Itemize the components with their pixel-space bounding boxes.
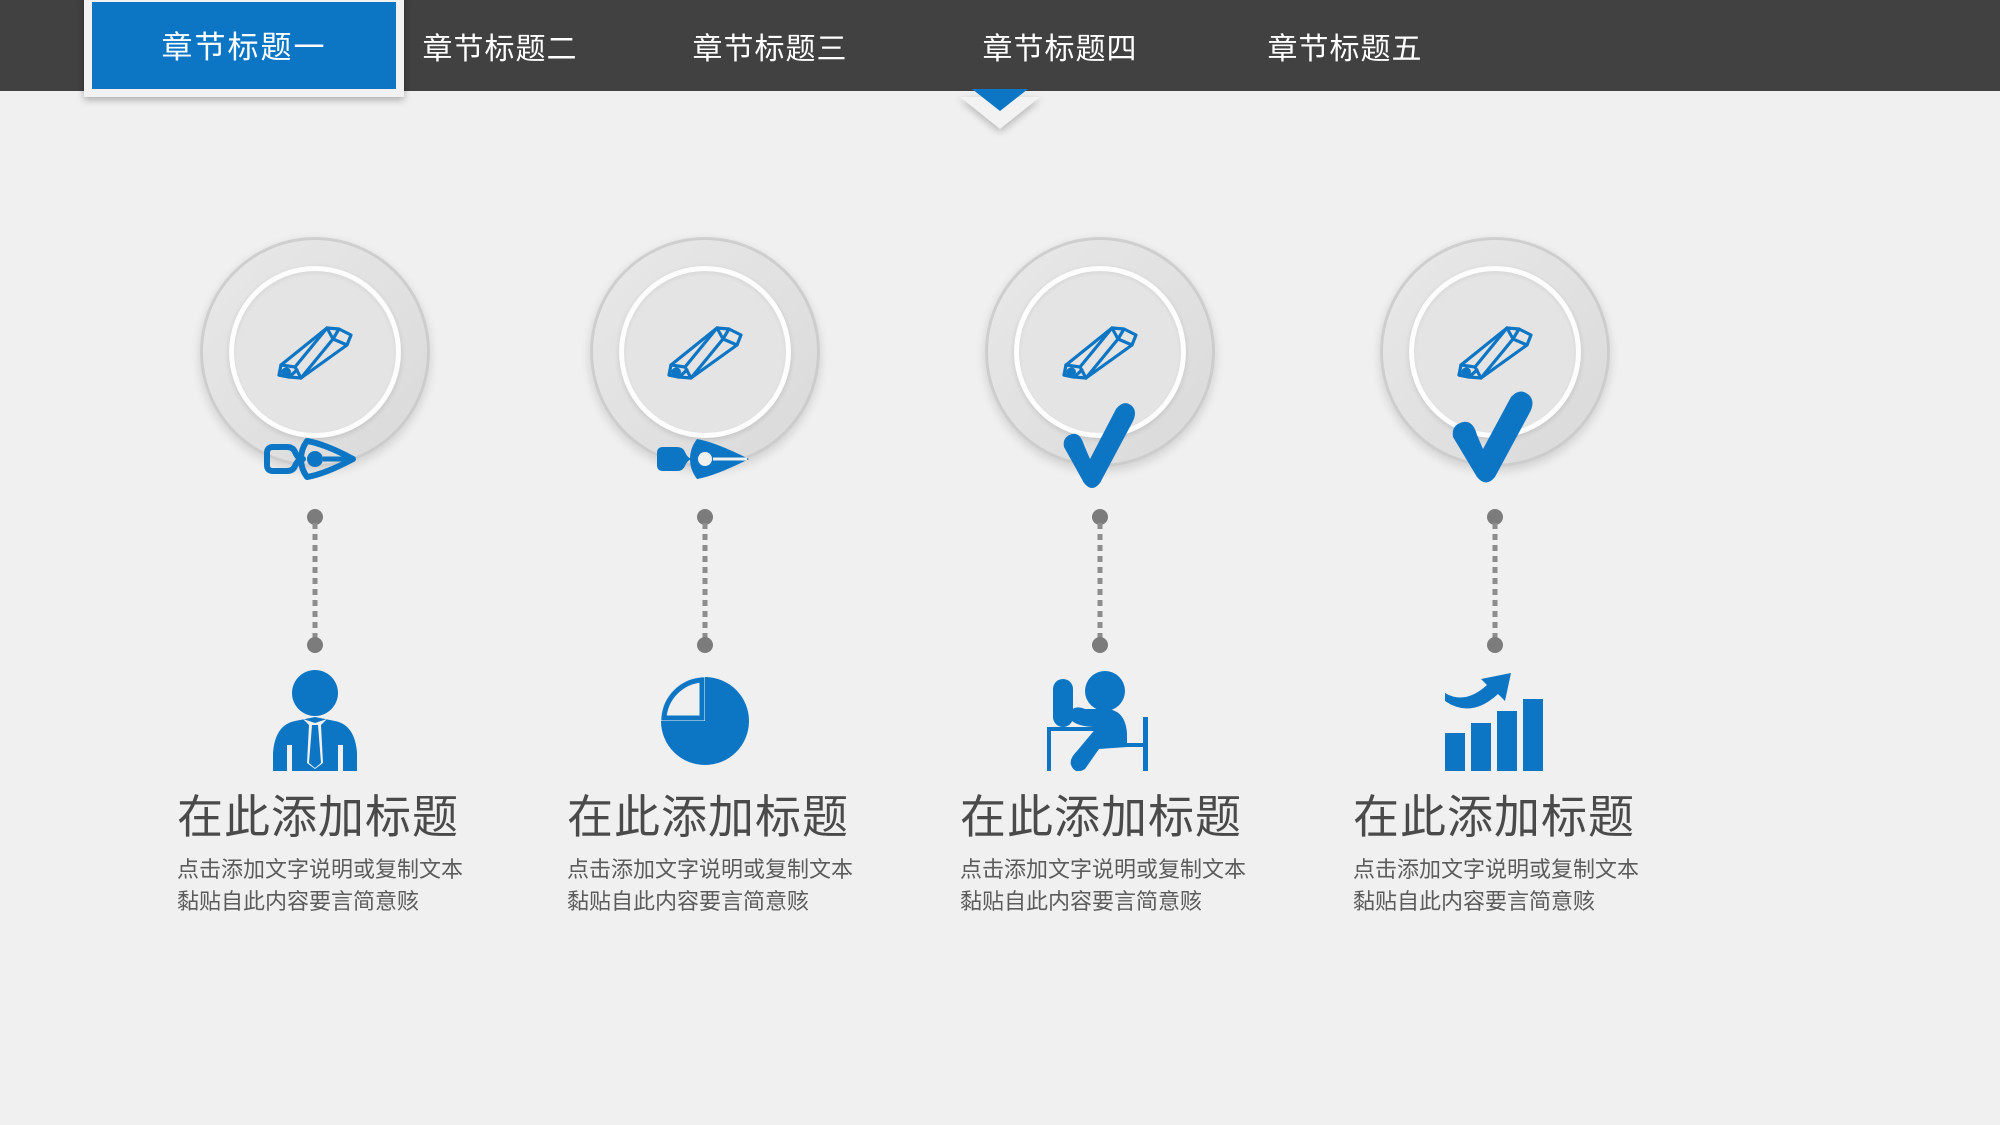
- caption-body-line1-4: 点击添加文字说明或复制文本: [1353, 856, 1640, 882]
- badge-1: [260, 419, 370, 499]
- bottom-icon-3: [1040, 661, 1160, 771]
- connector-dotted-line-4: [1492, 523, 1498, 639]
- connector-line-4: [1487, 509, 1503, 653]
- ring-inner-2: [619, 266, 791, 438]
- connector-dot-bottom-4: [1487, 637, 1503, 653]
- connector-line-2: [697, 509, 713, 653]
- caption-body-line2-2: 黏贴自此内容要言简意赅: [567, 888, 810, 914]
- tab-pointer-icon: [972, 89, 1028, 111]
- caption-2: 在此添加标题 点击添加文字说明或复制文本 黏贴自此内容要言简意赅: [505, 791, 905, 918]
- tab-chapter-2-label: 章节标题二: [422, 32, 578, 66]
- caption-body-line2-1: 黏贴自此内容要言简意赅: [177, 888, 420, 914]
- pen-nib-outline-icon: [264, 438, 356, 480]
- tab-chapter-1-label: 章节标题一: [161, 30, 327, 65]
- nav-tab-list: 章节标题二 章节标题三 章节标题四 章节标题五 章节标题一: [0, 0, 2000, 129]
- tab-chapter-3[interactable]: 章节标题三: [610, 0, 930, 91]
- connector-dotted-line-2: [702, 523, 708, 639]
- pencil-icon: [1457, 326, 1533, 380]
- caption-body-line1-3: 点击添加文字说明或复制文本: [960, 856, 1247, 882]
- caption-body-line2-3: 黏贴自此内容要言简意赅: [960, 888, 1203, 914]
- person-at-desk-icon: [1047, 671, 1148, 771]
- info-group-2[interactable]: 在此添加标题 点击添加文字说明或复制文本 黏贴自此内容要言简意赅: [505, 91, 905, 1125]
- caption-body-line2-4: 黏贴自此内容要言简意赅: [1353, 888, 1596, 914]
- connector-dot-bottom-1: [307, 637, 323, 653]
- connector-line-3: [1092, 509, 1108, 653]
- pencil-icon: [667, 326, 743, 380]
- connector-line-1: [307, 509, 323, 653]
- caption-body-line1-2: 点击添加文字说明或复制文本: [567, 856, 854, 882]
- pencil-icon: [1062, 326, 1138, 380]
- pencil-icon: [277, 326, 353, 380]
- connector-dotted-line-1: [312, 523, 318, 639]
- tab-chapter-5[interactable]: 章节标题五: [1185, 0, 1505, 91]
- connector-dotted-line-3: [1097, 523, 1103, 639]
- tab-chapter-1[interactable]: 章节标题一: [84, 0, 404, 97]
- caption-title-3: 在此添加标题: [960, 791, 1242, 843]
- pie-chart-icon: [661, 677, 749, 765]
- tab-chapter-1-fill: 章节标题一: [92, 2, 396, 89]
- badge-4: [1440, 391, 1550, 483]
- ring-outer-1: [200, 237, 430, 467]
- caption-1: 在此添加标题 点击添加文字说明或复制文本 黏贴自此内容要言简意赅: [115, 791, 515, 918]
- tab-chapter-4[interactable]: 章节标题四: [900, 0, 1220, 91]
- bottom-icon-1: [255, 661, 375, 771]
- connector-dot-top-3: [1092, 509, 1108, 525]
- info-group-3[interactable]: 在此添加标题 点击添加文字说明或复制文本 黏贴自此内容要言简意赅: [900, 91, 1300, 1125]
- connector-dot-bottom-3: [1092, 637, 1108, 653]
- infographic-stage: 在此添加标题 点击添加文字说明或复制文本 黏贴自此内容要言简意赅: [0, 91, 2000, 1125]
- caption-3: 在此添加标题 点击添加文字说明或复制文本 黏贴自此内容要言简意赅: [900, 791, 1300, 918]
- badge-2: [650, 419, 760, 499]
- ring-outer-2: [590, 237, 820, 467]
- tab-chapter-3-label: 章节标题三: [692, 32, 848, 66]
- connector-dot-top-4: [1487, 509, 1503, 525]
- tab-chapter-4-label: 章节标题四: [982, 32, 1138, 66]
- caption-body-line1-1: 点击添加文字说明或复制文本: [177, 856, 464, 882]
- checkmark-icon: [1063, 403, 1135, 488]
- top-navigation-bar: 章节标题二 章节标题三 章节标题四 章节标题五 章节标题一: [0, 0, 2000, 129]
- tab-chapter-2[interactable]: 章节标题二: [340, 0, 660, 91]
- checkmark-icon: [1452, 391, 1533, 483]
- ring-inner-1: [229, 266, 401, 438]
- info-group-4[interactable]: 在此添加标题 点击添加文字说明或复制文本 黏贴自此内容要言简意赅: [1295, 91, 1695, 1125]
- connector-dot-bottom-2: [697, 637, 713, 653]
- bottom-icon-2: [645, 661, 765, 771]
- caption-title-2: 在此添加标题: [567, 791, 849, 843]
- tab-chapter-5-label: 章节标题五: [1267, 32, 1423, 66]
- pen-nib-filled-icon: [657, 439, 749, 479]
- info-group-1[interactable]: 在此添加标题 点击添加文字说明或复制文本 黏贴自此内容要言简意赅: [115, 91, 515, 1125]
- badge-3: [1045, 403, 1155, 488]
- businessman-icon: [273, 670, 357, 771]
- caption-title-1: 在此添加标题: [177, 791, 459, 843]
- connector-dot-top-2: [697, 509, 713, 525]
- bottom-icon-4: [1435, 661, 1555, 771]
- caption-4: 在此添加标题 点击添加文字说明或复制文本 黏贴自此内容要言简意赅: [1295, 791, 1695, 918]
- connector-dot-top-1: [307, 509, 323, 525]
- ring-outer-3: [985, 237, 1215, 467]
- caption-title-4: 在此添加标题: [1353, 791, 1635, 843]
- growth-bar-chart-icon: [1445, 673, 1543, 771]
